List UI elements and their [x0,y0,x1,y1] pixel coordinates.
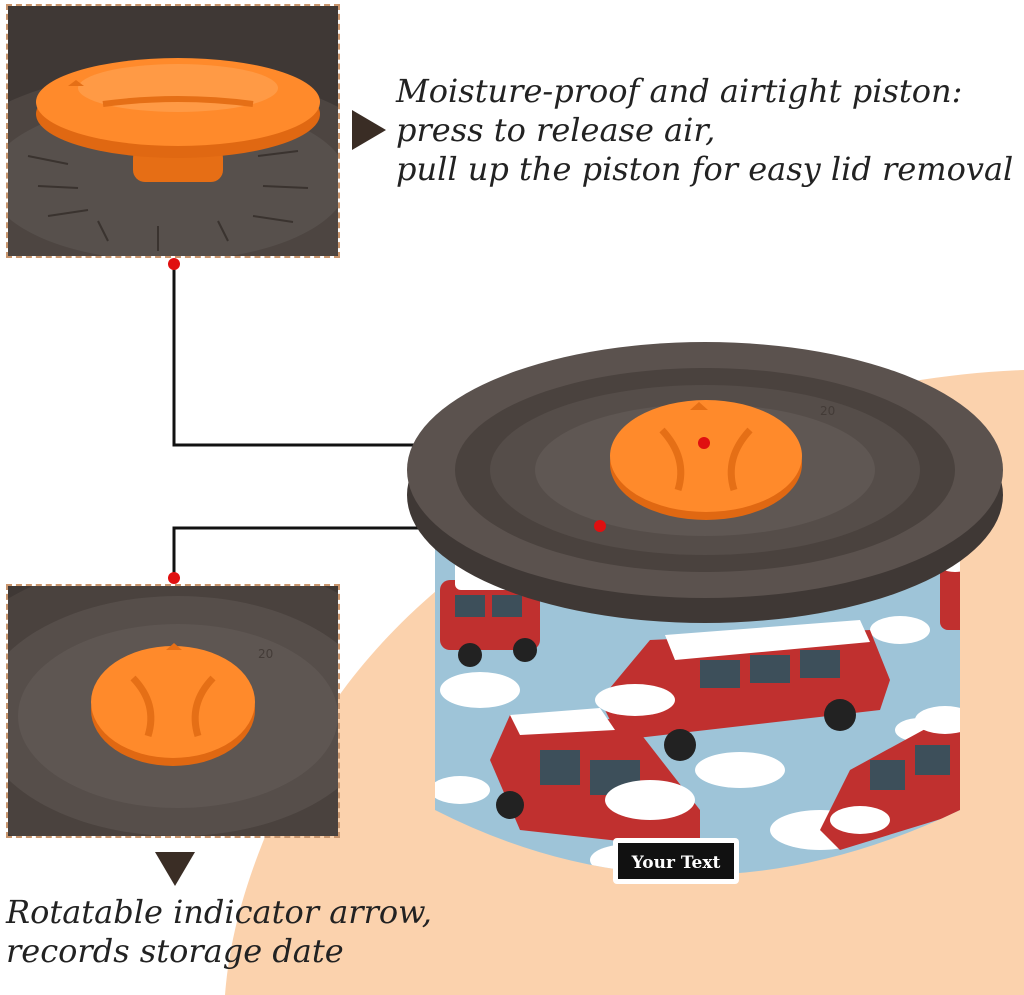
indicator-closeup-image: 20 [8,586,338,836]
piston-caption-line-1: Moisture-proof and airtight piston: [396,72,963,110]
triangle-down-icon [155,852,195,886]
piston-feature-caption: Moisture-proof and airtight piston: pres… [396,72,1013,189]
indicator-caption-line-2: records storage date [6,932,344,970]
indicator-caption-line-1: Rotatable indicator arrow, [6,893,432,931]
container-lid: 20 [407,342,1003,623]
indicator-feature-caption: Rotatable indicator arrow, records stora… [6,893,432,971]
food-container-image: Your Text 20 [407,342,1003,884]
piston-caption-line-2: press to release air, [396,111,716,149]
indicator-closeup-inset: 20 [6,584,340,838]
custom-label-text: Your Text [631,853,721,873]
svg-text:20: 20 [820,404,835,418]
lid-marking-text: 20 [258,647,273,661]
triangle-right-icon [352,110,386,150]
piston-closeup-image [8,6,338,256]
piston-closeup-inset [6,4,340,258]
piston-caption-line-3: pull up the piston for easy lid removal [396,150,1014,188]
